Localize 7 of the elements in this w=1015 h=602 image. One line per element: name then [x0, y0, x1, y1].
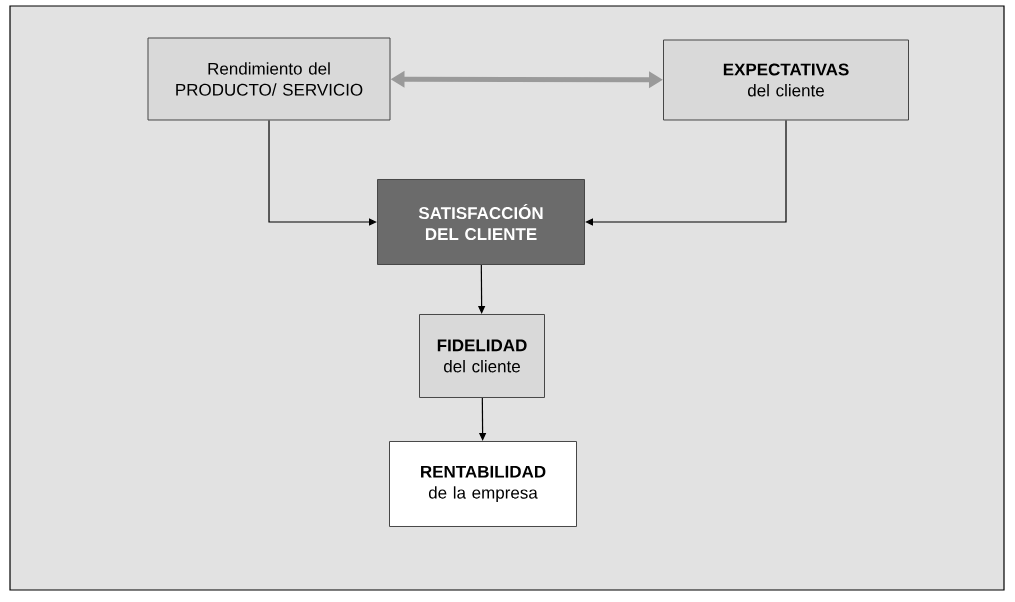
process-box: FIDELIDAD del cliente [419, 314, 545, 398]
process-box: RENTABILIDAD de la empresa [389, 441, 577, 527]
arrow [268, 119, 377, 226]
process-box: Rendimiento del PRODUCTO/ SERVICIO [147, 37, 391, 121]
process-box: EXPECTATIVAS del cliente [663, 39, 909, 121]
process-box: SATISFACCIÓN DEL CLIENTE [377, 179, 585, 265]
arrow [585, 119, 787, 226]
